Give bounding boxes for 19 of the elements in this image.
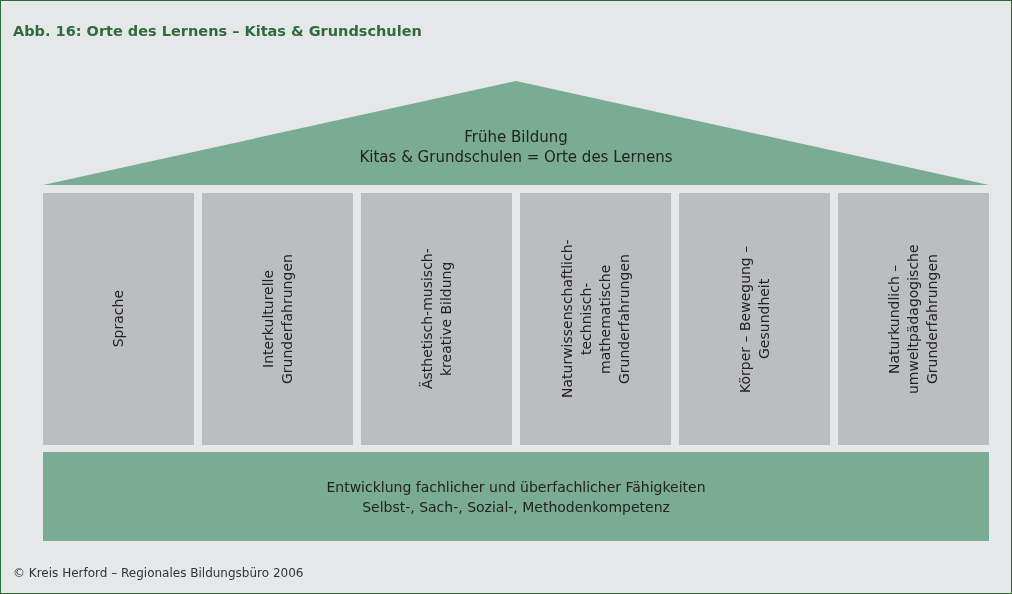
pillar-panel <box>43 193 194 445</box>
pillar-label: Naturkundlich – umweltpädagogische Grunderfahrungen <box>885 243 941 396</box>
pillar-panel <box>361 193 512 445</box>
pillar-label: Naturwissenschaftlich-technisch-mathematische Grunderfahrungen <box>557 238 633 401</box>
source-note: © Kreis Herford – Regionales Bildungsbüro 2006 <box>13 566 304 580</box>
foundation-heading: Entwicklung fachlicher und überfachlicher Fähigkeiten <box>326 477 706 497</box>
pillar-label: Sprache <box>109 290 127 348</box>
foundation-band <box>43 452 989 541</box>
pillar-panel <box>520 193 671 445</box>
pillar-panel <box>679 193 830 445</box>
pillar-panel <box>202 193 353 445</box>
roof-heading: Frühe Bildung <box>464 128 568 146</box>
pillar-label: Interkulturelle Grunderfahrungen <box>258 253 296 386</box>
pillar-label: Körper – Bewegung – Gesundheit <box>735 244 773 395</box>
foundation-text: Selbst-, Sach-, Sozial-, Methodenkompetenz <box>362 497 670 517</box>
figure-title: Abb. 16: Orte des Lernens – Kitas & Grundschulen <box>13 23 422 39</box>
roof-subheading: Kitas & Grundschulen = Orte des Lernens <box>359 148 673 166</box>
pillar-label: Ästhetisch-musisch-kreative Bildung <box>417 247 455 392</box>
pillar-panel <box>838 193 989 445</box>
